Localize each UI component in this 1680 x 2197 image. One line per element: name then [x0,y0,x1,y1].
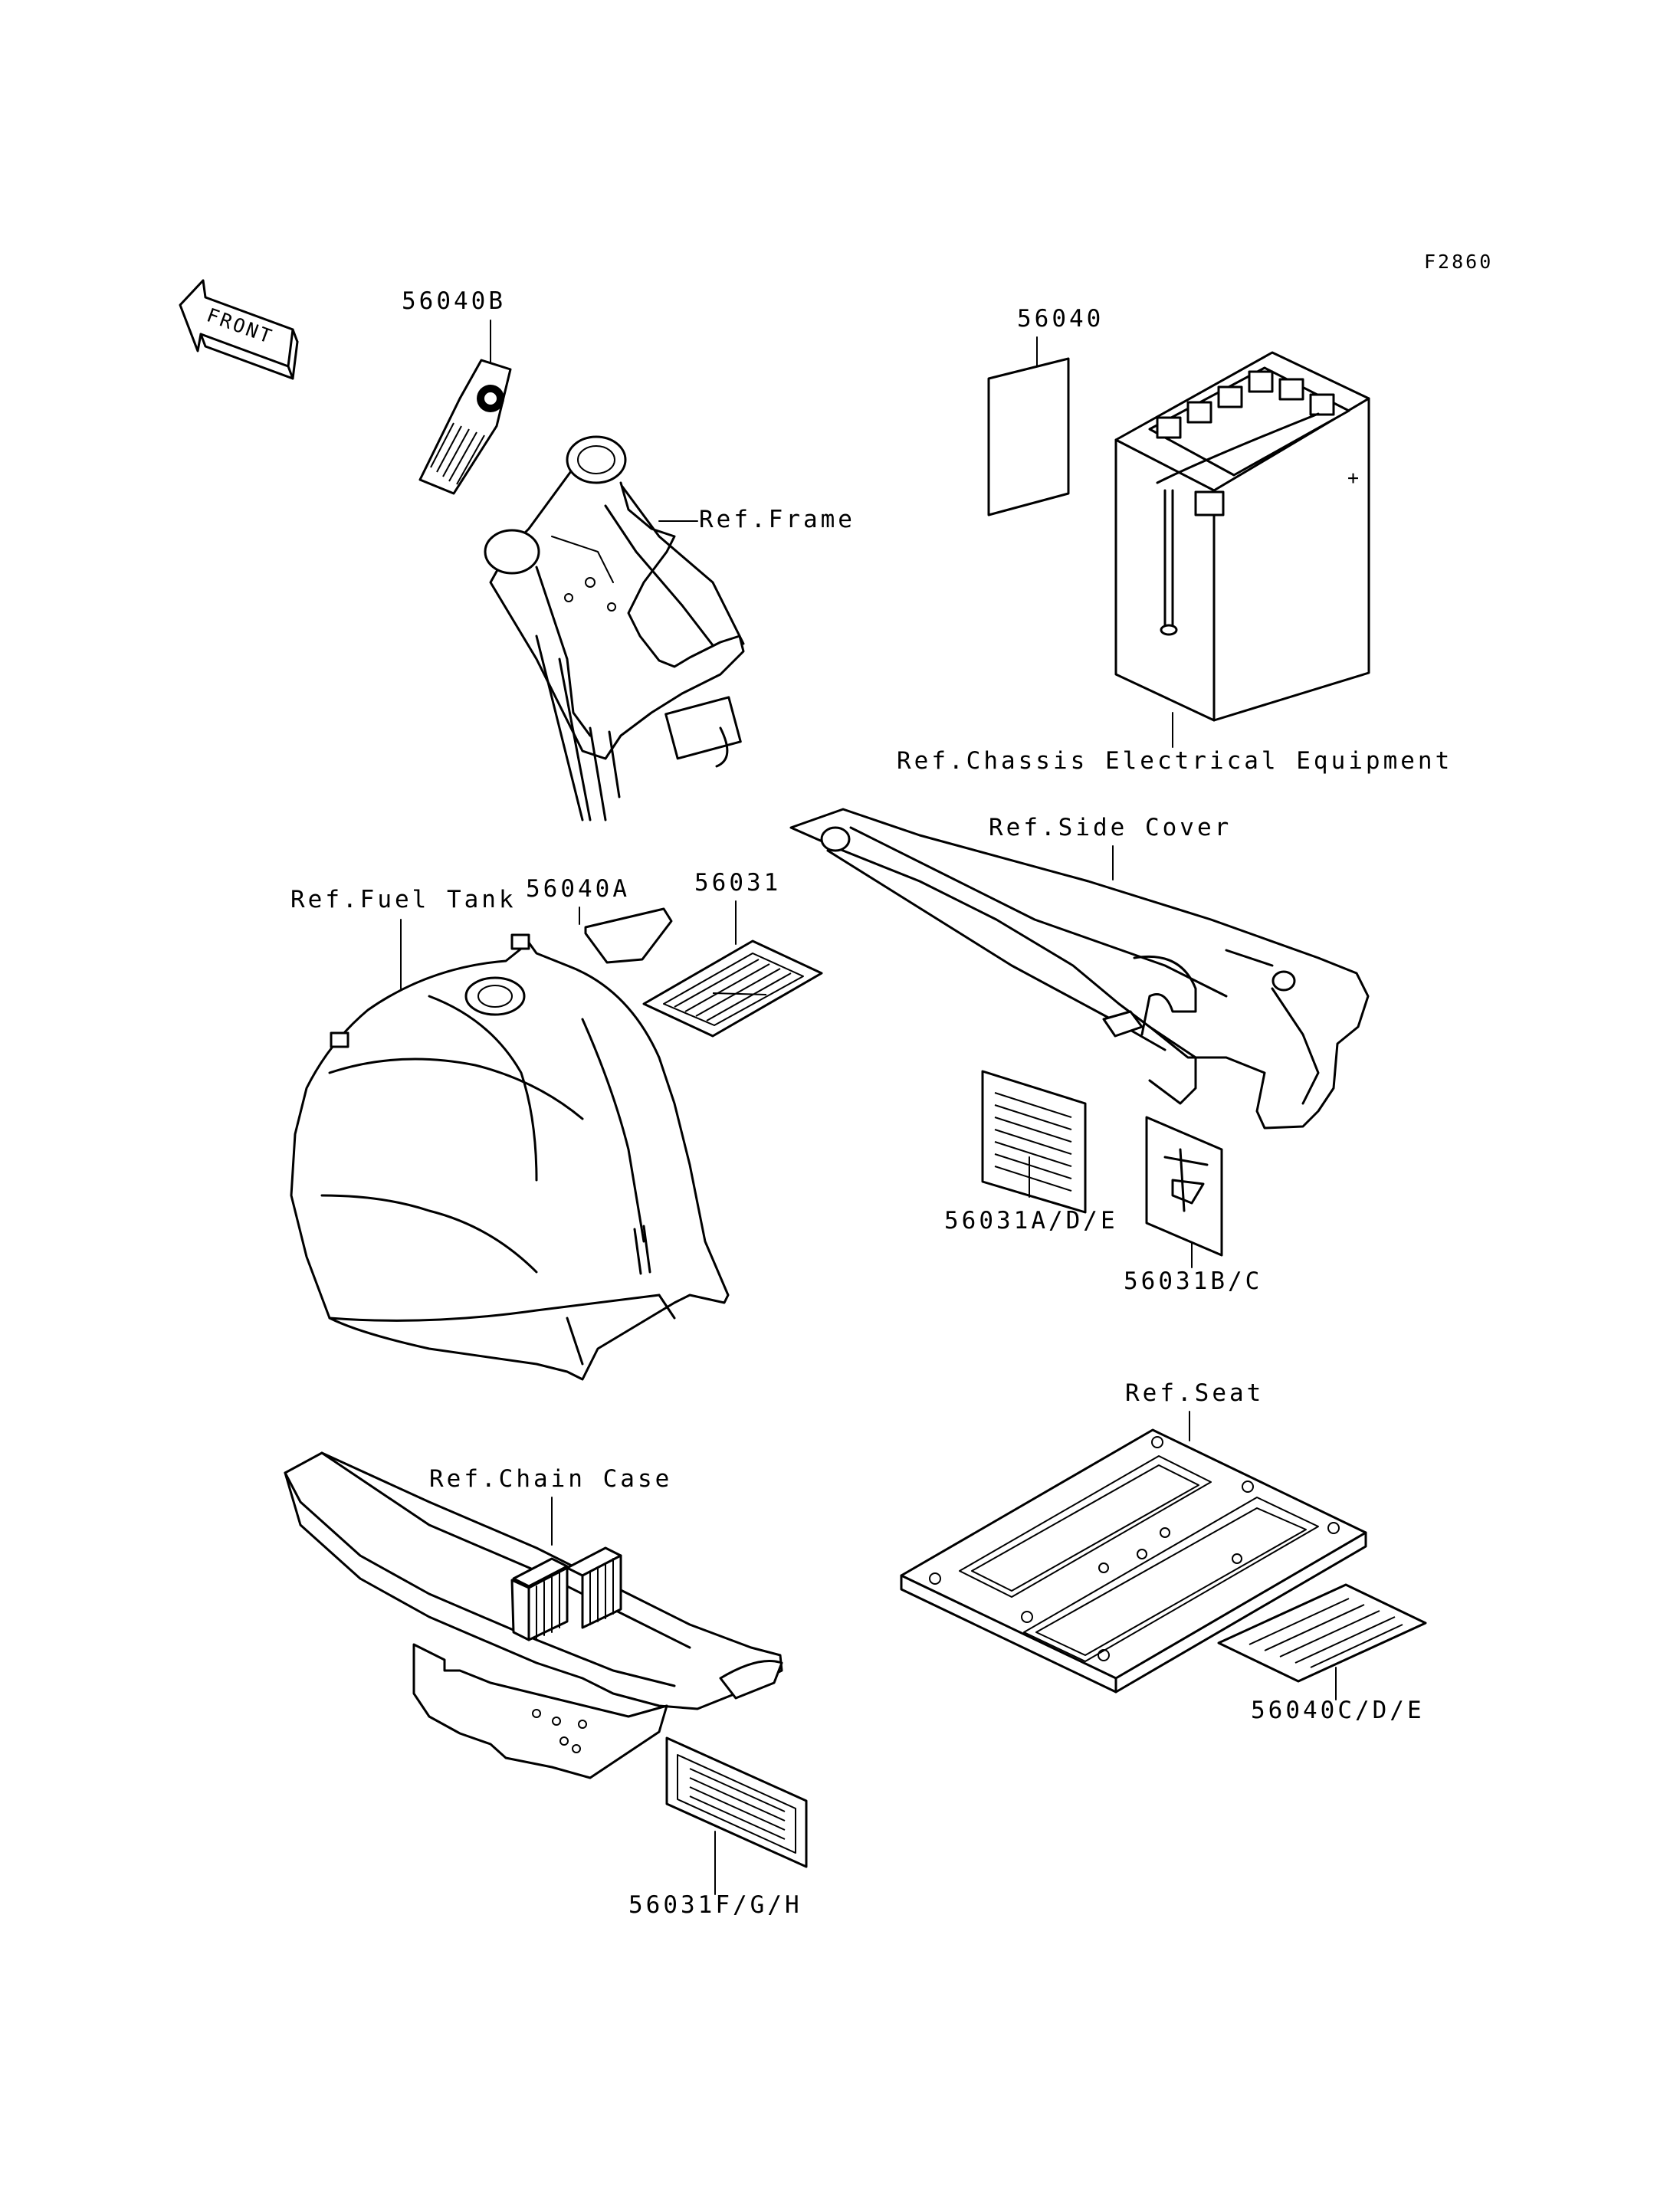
battery-icon: + [1114,351,1370,722]
frame-icon [484,435,745,821]
label-56031-icon [642,939,823,1038]
ref-seat-label: Ref.Seat [1125,1379,1264,1407]
part-56031BC-label: 56031B/C [1124,1267,1262,1295]
part-56040CDE-label: 56040C/D/E [1251,1697,1425,1724]
svg-text:+: + [1347,467,1361,489]
label-56040-icon [987,357,1070,516]
ref-chain-case-label: Ref.Chain Case [429,1465,672,1493]
ref-chassis-label: Ref.Chassis Electrical Equipment [897,747,1452,775]
ref-fuel-tank-label: Ref.Fuel Tank [290,886,517,913]
part-56031ADE-label: 56031A/D/E [944,1207,1118,1235]
part-56031FGH-label: 56031F/G/H [628,1891,802,1919]
ref-side-cover-label: Ref.Side Cover [989,814,1232,841]
label-56040A-icon [584,907,673,964]
label-56040CDE-icon [1217,1583,1427,1683]
fuel-tank-icon [290,933,730,1381]
part-56040B-label: 56040B [402,287,506,315]
seat-icon [900,1428,1367,1694]
part-56031-label: 56031 [694,869,781,897]
figure-code: F2860 [1424,251,1493,273]
label-56031ADE-icon [981,1070,1087,1214]
part-56040A-label: 56040A [526,875,630,903]
part-56040-label: 56040 [1017,305,1104,333]
chain-case-icon [284,1451,783,1779]
front-direction-arrow-icon: FRONT [179,279,299,380]
label-56040B-icon [418,359,512,495]
side-cover-icon [789,808,1370,1130]
label-56031BC-icon [1145,1116,1223,1257]
label-56031FGH-icon [665,1736,808,1868]
ref-frame-label: Ref.Frame [699,506,855,533]
